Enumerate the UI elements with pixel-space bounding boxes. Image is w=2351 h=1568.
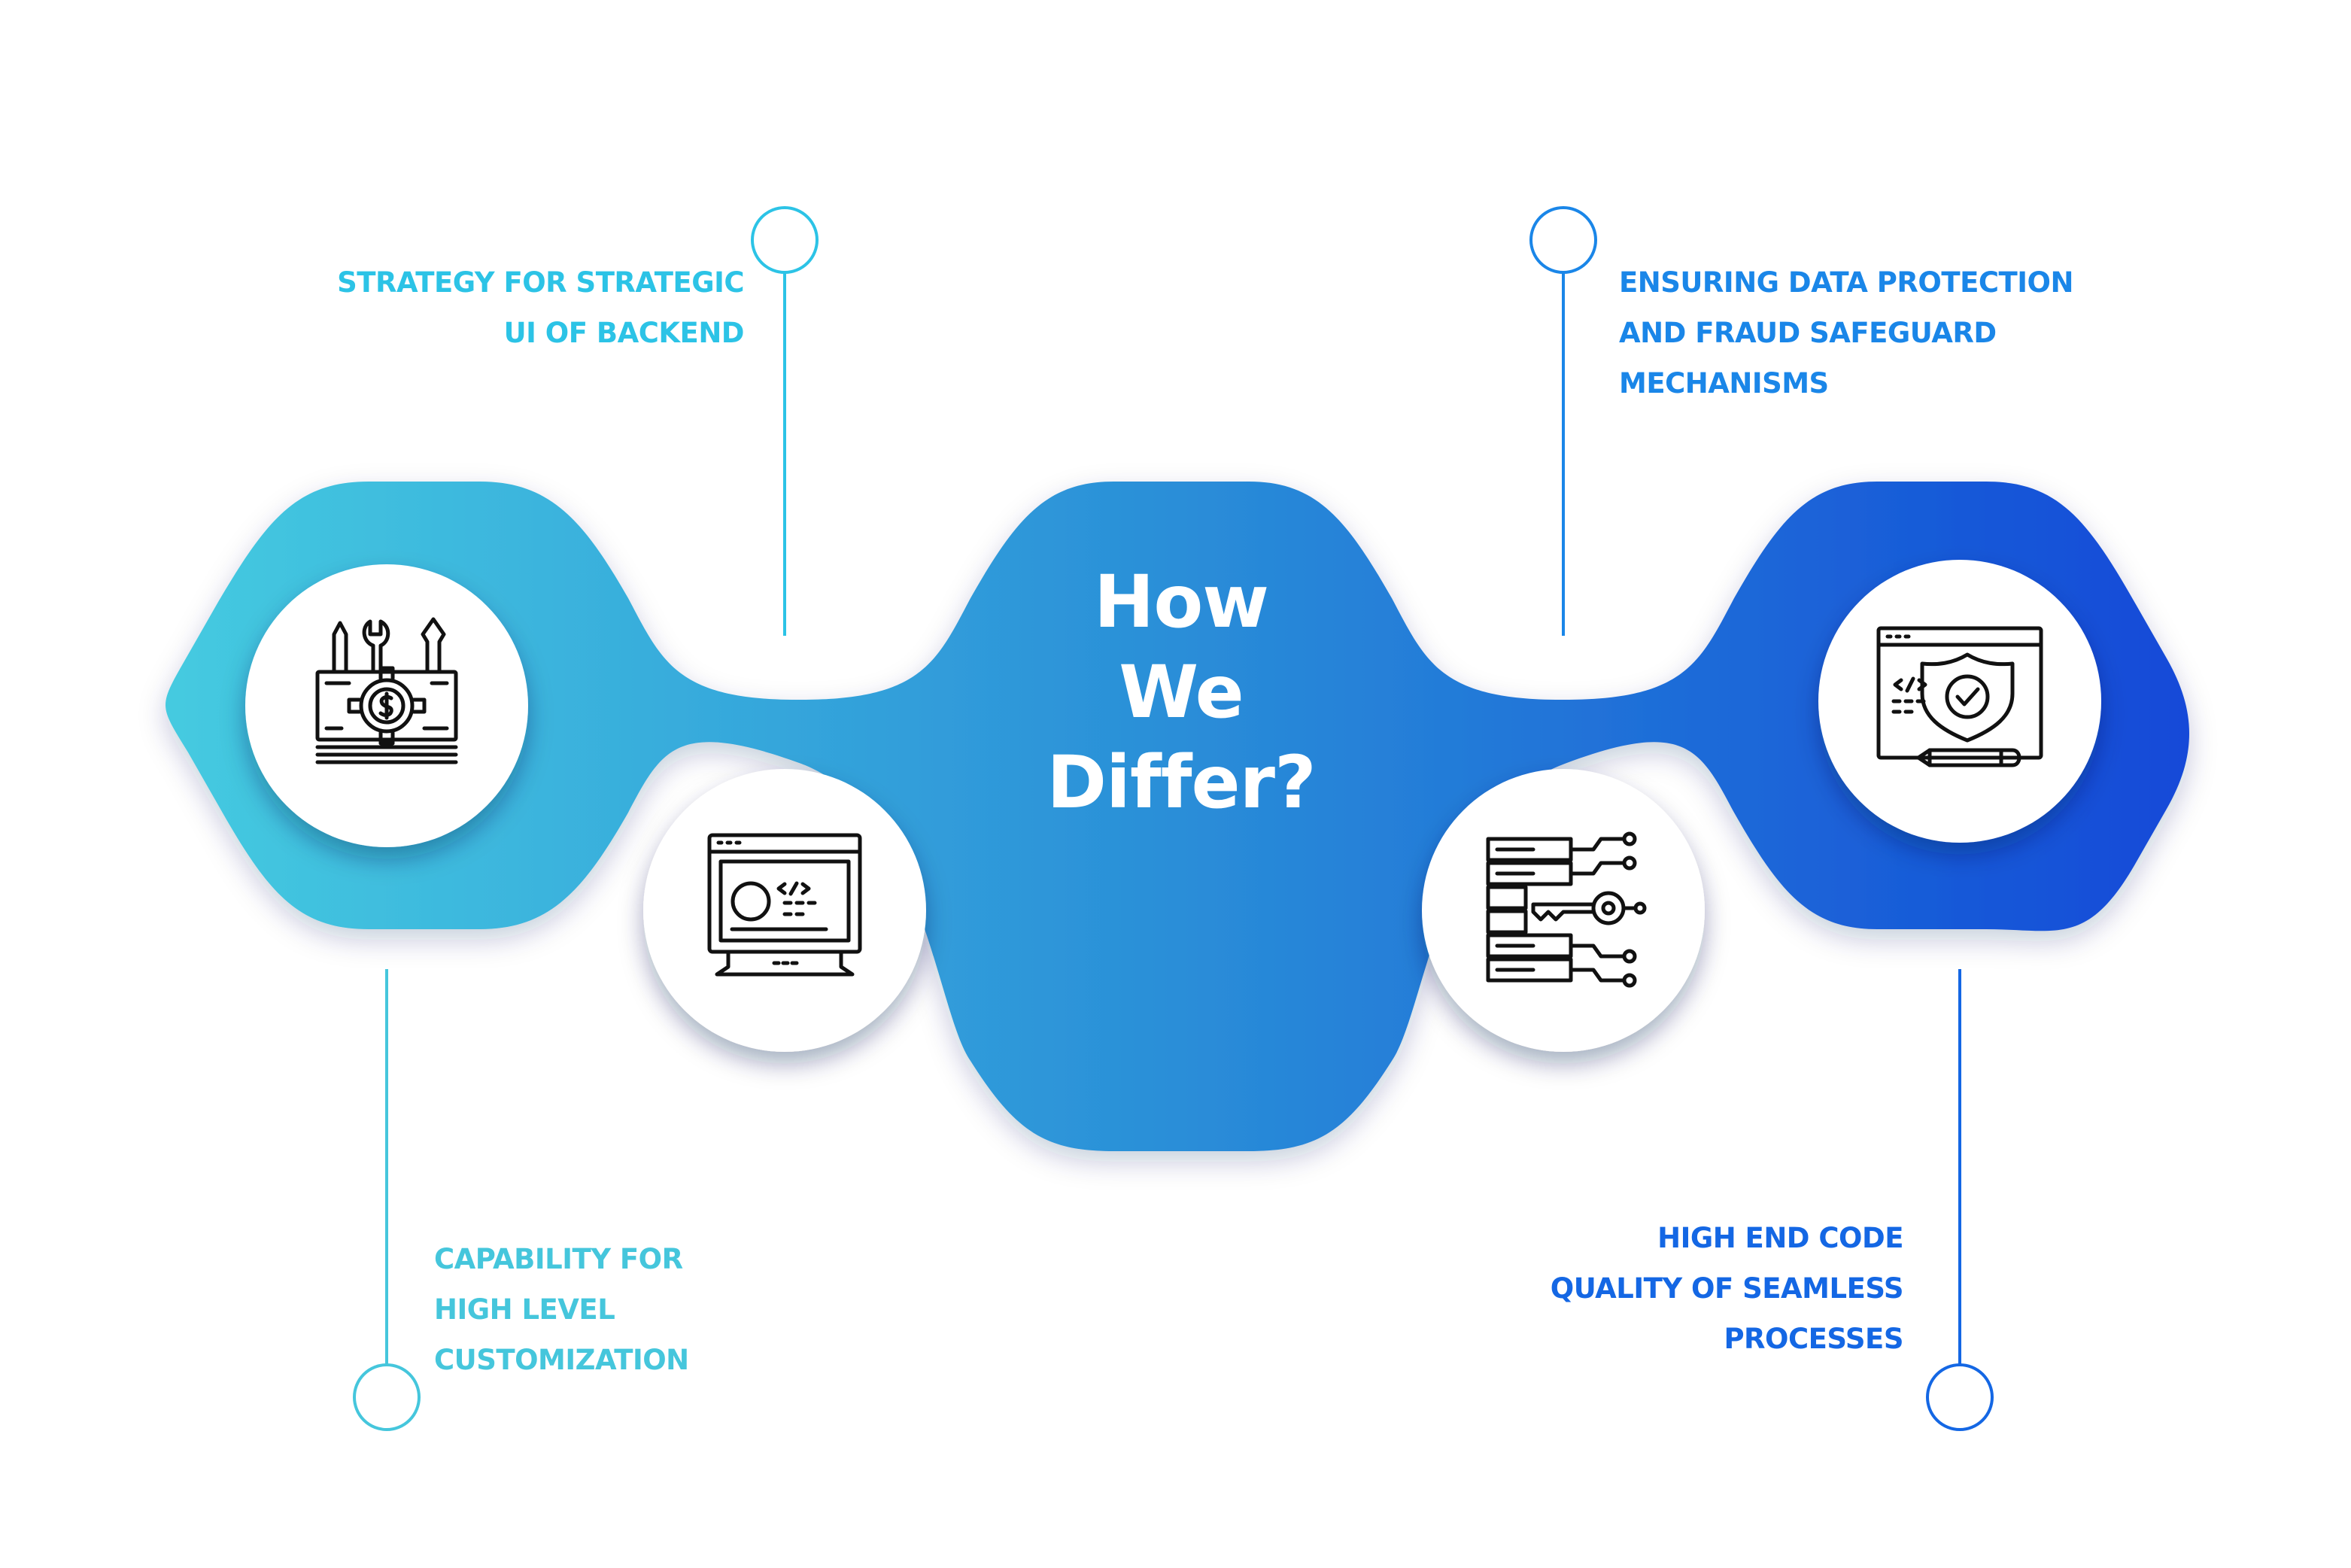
- label-strategy-line-2: UI OF BACKEND: [503, 317, 745, 349]
- label-customization-line-3: CUSTOMIZATION: [434, 1344, 689, 1376]
- diagram-title: How We Differ?: [1031, 557, 1332, 828]
- label-quality: HIGH END CODE QUALITY OF SEAMLESS PROCES…: [1550, 1213, 1904, 1364]
- connector-ring-customization: [353, 1363, 421, 1431]
- title-line-1: How: [1094, 560, 1269, 644]
- label-security: ENSURING DATA PROTECTION AND FRAUD SAFEG…: [1619, 257, 2073, 409]
- connector-ring-quality: [1926, 1363, 1994, 1431]
- label-strategy-line-1: STRATEGY FOR STRATEGIC: [337, 266, 744, 299]
- label-strategy: STRATEGY FOR STRATEGIC UI OF BACKEND: [337, 257, 744, 358]
- label-quality-line-2: QUALITY OF SEAMLESS: [1550, 1272, 1904, 1305]
- tools-gear-money-icon: [315, 617, 458, 764]
- server-key-icon: [1486, 831, 1647, 988]
- icon-circle-customization: [643, 769, 926, 1052]
- hexagon-band: [166, 482, 2189, 1151]
- code-shield-pencil-icon: [1876, 626, 2043, 767]
- label-customization-line-1: CAPABILITY FOR: [434, 1243, 683, 1275]
- label-quality-line-1: HIGH END CODE: [1657, 1222, 1903, 1254]
- label-customization-line-2: HIGH LEVEL: [434, 1293, 615, 1326]
- label-quality-line-3: PROCESSES: [1724, 1323, 1903, 1355]
- code-monitor-icon: [707, 833, 862, 977]
- connector-ring-strategy: [751, 206, 819, 274]
- label-security-line-2: AND FRAUD SAFEGUARD: [1619, 317, 1997, 349]
- label-customization: CAPABILITY FOR HIGH LEVEL CUSTOMIZATION: [434, 1234, 689, 1385]
- label-security-line-3: MECHANISMS: [1619, 367, 1829, 400]
- title-line-2: We: [1119, 650, 1244, 734]
- label-security-line-1: ENSURING DATA PROTECTION: [1619, 266, 2073, 299]
- title-line-3: Differ?: [1046, 740, 1316, 825]
- connector-ring-security: [1529, 206, 1597, 274]
